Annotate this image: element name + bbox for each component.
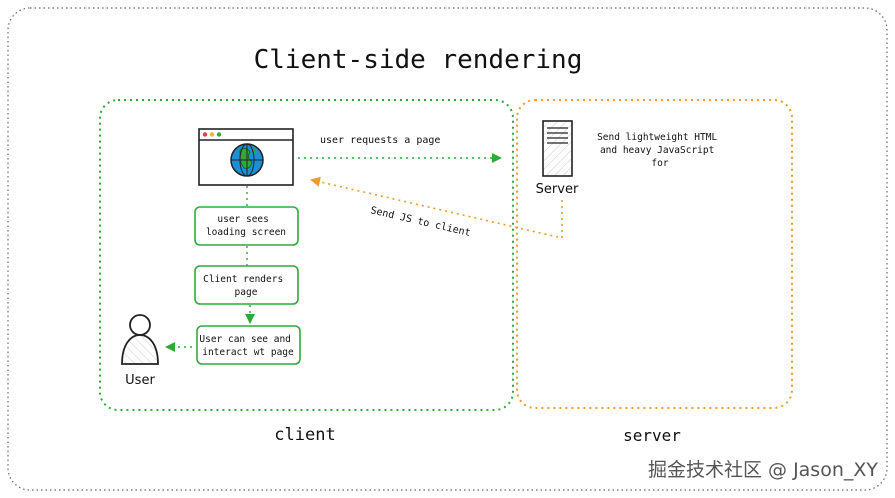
request-arrow-label: user requests a page [320,135,440,146]
server-label: Server [536,182,579,197]
user-label: User [125,373,155,388]
outer-frame [7,7,888,491]
server-region-label: server [623,426,681,445]
client-region-label: client [274,425,335,445]
step-box-interact-text: User can see and interact wt page [199,334,296,358]
step-box-loading [194,206,299,246]
user-person-icon [121,314,159,365]
step-1-line-1: user sees [217,214,268,225]
server-note-line-1: Send lightweight HTML [597,132,717,143]
browser-globe-icon [198,128,294,186]
server-tower-icon [542,120,573,177]
step-3-line-2: interact wt page [202,347,294,358]
watermark: 掘金技术社区 @ Jason_XY [648,459,878,481]
step-1-line-2: loading screen [206,227,286,238]
step-2-line-2: page [235,287,258,298]
server-note: Send lightweight HTML and heavy JavaScri… [597,132,723,169]
step-2-line-1: Client renders [203,274,283,285]
step-3-line-1: User can see and [199,334,291,345]
send-js-arrow [310,176,563,240]
step-box-interact [196,325,301,365]
server-note-line-3: for [651,158,668,169]
step-box-render [194,265,299,305]
step-box-loading-text: user sees loading screen [206,214,286,238]
server-region [516,99,793,409]
server-note-line-2: and heavy JavaScript [600,145,714,156]
diagram-title: Client-side rendering [254,45,583,75]
step-box-render-text: Client renders page [203,274,289,298]
client-region [99,99,514,411]
send-js-arrow-label: Send JS to client [369,205,471,239]
